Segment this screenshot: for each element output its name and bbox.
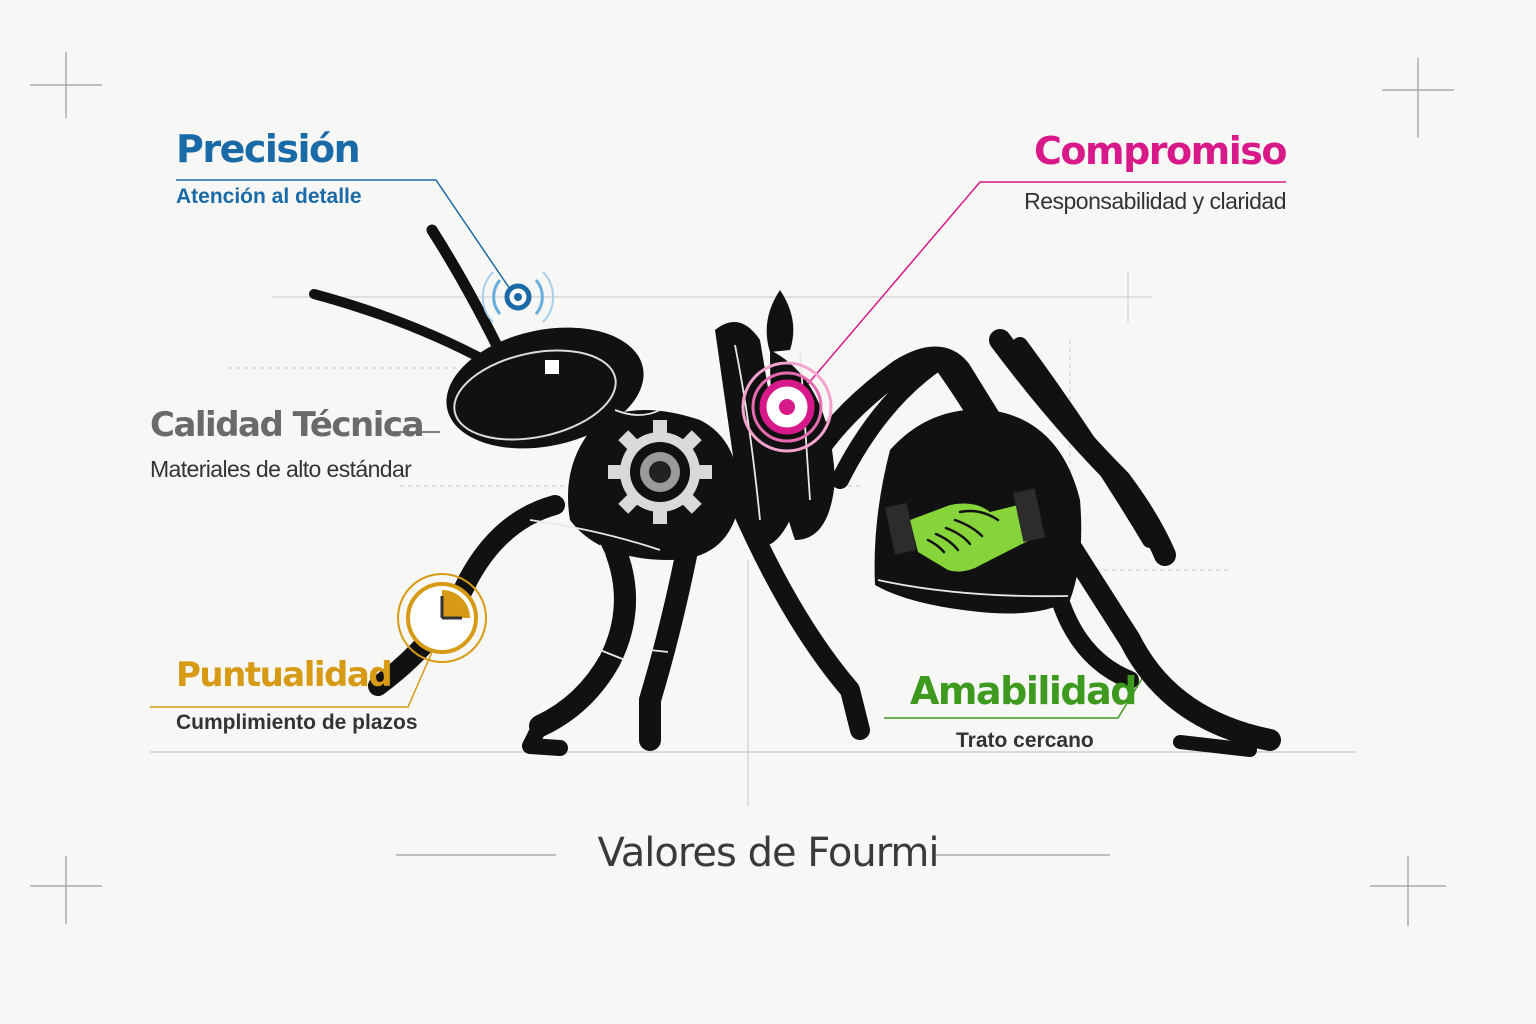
value-subtitle: Responsabilidad y claridad [1024,188,1286,214]
value-title: Precisión [176,127,361,171]
value-subtitle: Cumplimiento de plazos [176,711,418,734]
value-precision: Precisión Atención al detalle [176,130,362,207]
footer-title: Valores de Fourmi [597,830,939,876]
compromiso-target-icon [741,361,833,453]
value-title: Compromiso [1034,129,1287,173]
value-title: Amabilidad [910,669,1137,713]
head-highlight [453,349,617,441]
value-amabilidad: Amabilidad Trato cercano [910,669,1137,752]
ant-eye [545,360,559,374]
corner-marks [30,52,1454,926]
value-subtitle: Trato cercano [956,729,1094,752]
value-calidad: Calidad Técnica Materiales de alto están… [150,405,425,482]
clock-icon [397,573,487,663]
ant-silhouette [309,224,1281,757]
target-ripple-icon [481,271,555,323]
value-compromiso: Compromiso Responsabilidad y claridad [1024,129,1287,214]
value-subtitle: Atención al detalle [176,185,362,208]
value-puntualidad: Puntualidad Cumplimiento de plazos [176,658,418,733]
value-subtitle: Materiales de alto estándar [150,456,412,482]
ant-spike [766,290,794,352]
handshake-icon [885,488,1045,572]
value-title: Calidad Técnica [150,405,425,445]
value-title: Puntualidad [176,655,393,695]
gear-icon [608,420,712,524]
antenna-back [309,289,493,367]
